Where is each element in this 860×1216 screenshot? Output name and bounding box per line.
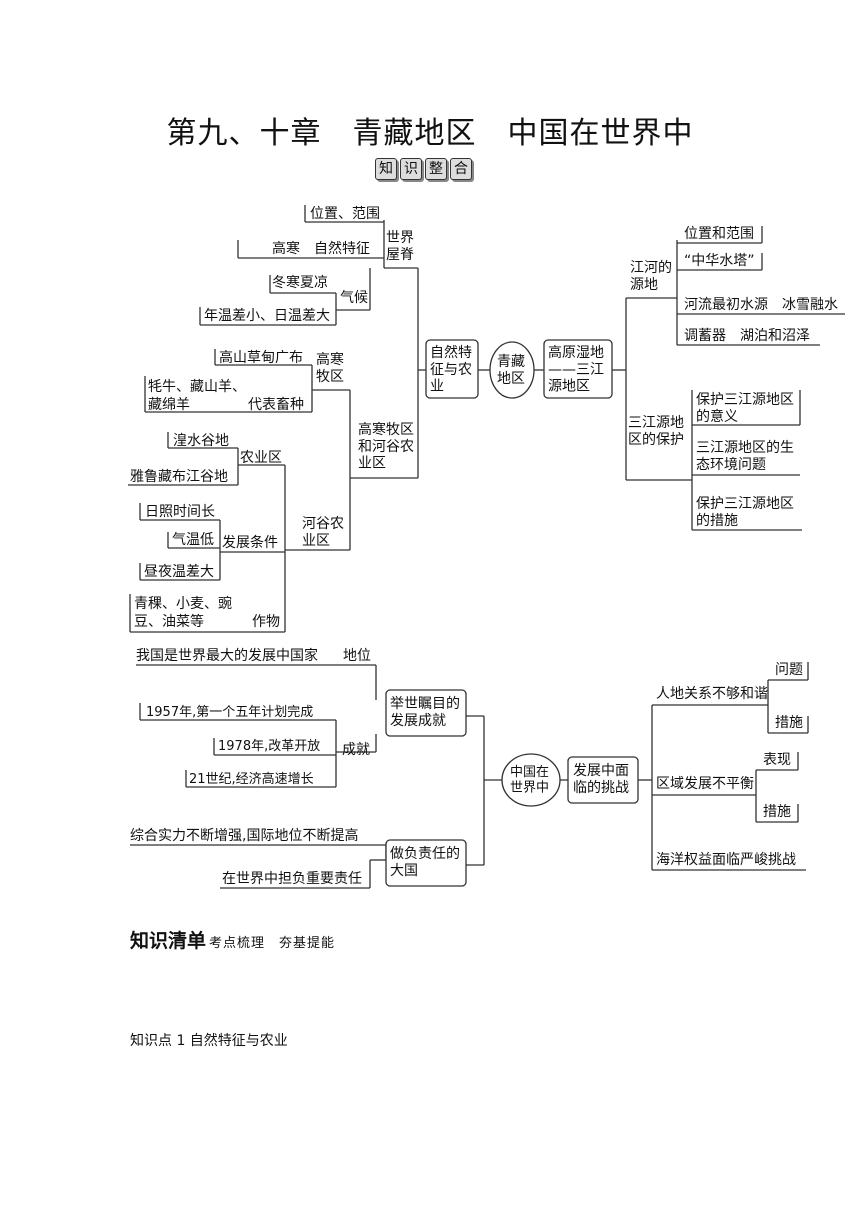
- pos-range2-text: 位置和范围: [684, 225, 754, 242]
- qingzang-center-text: 青藏地区: [497, 354, 525, 387]
- mind-map-diagram: 位置、范围 世界屋脊 高寒 自然特征 冬寒夏凉 气候 年温差小、日温差大 高山草…: [128, 205, 845, 889]
- c3-text: 海洋权益面临严峻挑战: [656, 852, 796, 868]
- badge-char: 识: [400, 158, 422, 180]
- protection-text: 三江源地区的保护: [628, 415, 684, 448]
- roof-label: 世界屋脊: [386, 230, 414, 263]
- status-line-text: 我国是世界最大的发展中国家: [136, 647, 318, 664]
- c2b-text: 措施: [763, 804, 791, 820]
- initial-source-text: 河流最初水源 冰雪融水: [684, 296, 838, 313]
- c1b-text: 措施: [775, 715, 803, 731]
- sanjiangyuan-node: [543, 339, 613, 399]
- rep-livestock-text: 代表畜种: [248, 397, 304, 413]
- dev-cond-text: 发展条件: [222, 534, 278, 551]
- resp-line1-text: 综合实力不断增强,国际地位不断提高: [130, 827, 358, 844]
- river-source-text: 江河的源地: [630, 260, 672, 293]
- achievement-text: 举世瞩目的发展成就: [390, 696, 460, 729]
- roof-text: 世界屋脊: [386, 230, 414, 263]
- protect-meaning-text: 保护三江源地区的意义: [696, 392, 794, 425]
- cold-summer-text: 冬寒夏凉: [272, 274, 328, 291]
- challenge-node: [567, 756, 639, 804]
- livestock-a-text: 牦牛、藏山羊、: [148, 379, 246, 395]
- natural-agri-node: [425, 339, 479, 399]
- responsible-text: 做负责任的大国: [390, 846, 460, 879]
- china-world-center-text: 中国在世界中: [510, 765, 549, 796]
- c1a-text: 问题: [775, 662, 803, 678]
- yarlung-text: 雅鲁藏布江谷地: [130, 469, 228, 485]
- challenge-text: 发展中面临的挑战: [573, 763, 629, 796]
- c2-text: 区域发展不平衡: [656, 776, 754, 792]
- day-night-text: 昼夜温差大: [144, 564, 214, 580]
- badge-char: 合: [450, 158, 472, 180]
- crops-label-text: 作物: [252, 614, 280, 630]
- low-temp-text: 气温低: [172, 532, 214, 548]
- knowledge-point-heading: 知识点 1 自然特征与农业: [130, 1033, 288, 1049]
- eco-problem-text: 三江源地区的生态环境问题: [696, 440, 794, 473]
- responsible-node: [385, 839, 467, 887]
- natural-agri-text: 自然特征与农业: [430, 344, 472, 395]
- diagram-qingzang: 位置、范围 世界屋脊 高寒 自然特征 冬寒夏凉 气候 年温差小、日温差大 高山草…: [128, 205, 845, 633]
- crops-a-text: 青稞、小麦、豌: [134, 596, 232, 612]
- achv-1957-text: 1957年,第一个五年计划完成: [146, 705, 313, 720]
- water-tower-text: “中华水塔”: [684, 253, 755, 269]
- natural-feature-text: 高寒 自然特征: [272, 240, 370, 257]
- protect-measure-text: 保护三江源地区的措施: [696, 496, 794, 529]
- achv-label-text: 成就: [342, 742, 370, 758]
- sunshine-text: 日照时间长: [145, 504, 215, 520]
- knowledge-integration-badges: 知 识 整 合: [375, 158, 472, 180]
- temp-diff-text: 年温差小、日温差大: [204, 308, 330, 324]
- page-title: 第九、十章 青藏地区 中国在世界中: [166, 116, 694, 151]
- sanjiangyuan-text: 高原湿地——三江源地区: [548, 344, 604, 395]
- achievement-node: [385, 689, 467, 737]
- diagram-china-world: 我国是世界最大的发展中国家 地位 1957年,第一个五年计划完成 1978年,改…: [130, 647, 809, 889]
- regulator-text: 调蓄器 湖泊和沼泽: [684, 328, 810, 344]
- resp-line2-text: 在世界中担负重要责任: [222, 871, 362, 887]
- c1-text: 人地关系不够和谐: [656, 686, 768, 702]
- farm-zone-text: 农业区: [240, 450, 282, 466]
- pasture-text: 高寒牧区: [316, 351, 344, 385]
- section-heading: 知识清单考点梳理 夯基提能: [130, 926, 335, 953]
- badge-char: 知: [375, 158, 397, 180]
- livestock-b-text: 藏绵羊: [148, 396, 190, 413]
- achv-21c-text: 21世纪,经济高速增长: [189, 771, 314, 787]
- status-label-text: 地位: [343, 648, 371, 664]
- c2a-text: 表现: [763, 752, 791, 768]
- valley-text: 河谷农业区: [302, 516, 344, 549]
- climate-text: 气候: [340, 290, 368, 306]
- huangshui-text: 湟水谷地: [173, 433, 229, 449]
- crops-b-text: 豆、油菜等: [134, 613, 204, 630]
- section-main-title: 知识清单: [130, 930, 207, 952]
- agri-zone-text: 高寒牧区和河谷农业区: [358, 421, 414, 472]
- qingzang-center-node: [489, 341, 535, 399]
- badge-char: 整: [425, 158, 447, 180]
- section-subtitle: 考点梳理 夯基提能: [209, 936, 336, 951]
- pos-range-text: 位置、范围: [310, 205, 380, 222]
- achv-1978-text: 1978年,改革开放: [218, 739, 320, 754]
- china-world-center-node: [501, 753, 561, 807]
- meadow-text: 高山草甸广布: [219, 349, 303, 366]
